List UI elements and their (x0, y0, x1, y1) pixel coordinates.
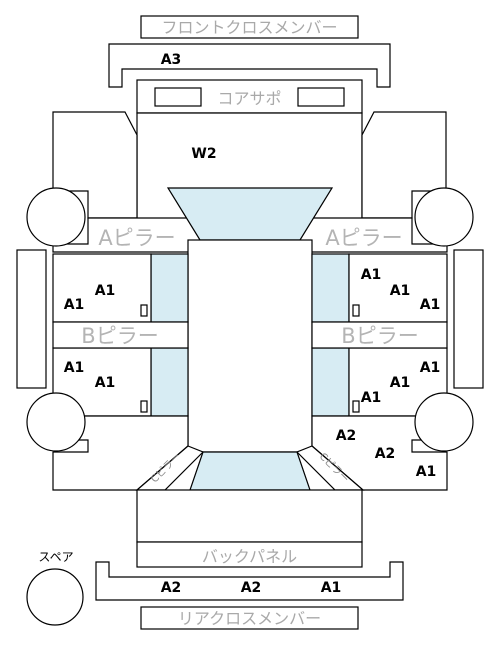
grade-right-rear-door-3: A1 (361, 390, 382, 406)
left-front-wheel (26, 187, 86, 247)
b-pillar-left-label: Bピラー (81, 324, 158, 348)
trunk (136, 489, 363, 543)
rear-cross-member-label: リアクロスメンバー (178, 609, 321, 628)
right-b-pillar (311, 321, 448, 349)
right-headlight (297, 87, 345, 107)
grade-rear-cross-member-1: A2 (161, 580, 182, 596)
front-bumper-bracket (108, 43, 391, 88)
grade-left-rear-door-2: A1 (95, 375, 116, 391)
front-cross-member-label: フロントクロスメンバー (161, 18, 337, 37)
grade-front-cross-member: A3 (161, 52, 182, 68)
grade-right-rear-door-2: A1 (390, 375, 411, 391)
left-rear-wheel (26, 392, 86, 452)
left-headlight (154, 87, 202, 107)
roof (187, 239, 313, 453)
grade-right-rear-door-1: A1 (420, 360, 441, 376)
left-rear-door-handle (140, 400, 148, 413)
rear-window (189, 451, 311, 491)
spare-label: スペア (38, 550, 73, 564)
b-pillar-right-label: Bピラー (341, 324, 418, 348)
a-pillar-left-label: Aピラー (98, 226, 175, 250)
grade-right-rear-quarter-1: A2 (336, 428, 357, 444)
grade-right-front-door-3: A1 (420, 297, 441, 313)
right-rocker-panel (453, 249, 484, 389)
grade-left-front-door-2: A1 (64, 297, 85, 313)
grade-right-front-door-1: A1 (361, 267, 382, 283)
right-rear-door-handle (352, 400, 360, 413)
front-cross-member-box (140, 15, 359, 39)
right-rear-wheel (414, 392, 474, 452)
left-b-pillar (52, 321, 189, 349)
grade-right-rear-quarter-2: A2 (375, 446, 396, 462)
left-front-window (150, 253, 189, 323)
back-panel-box (136, 541, 363, 568)
grade-core-support-area: W2 (191, 146, 216, 162)
core-support-label: コアサポ (217, 89, 281, 108)
grade-left-rear-door-1: A1 (64, 360, 85, 376)
right-rear-window (311, 347, 350, 417)
back-panel-label: バックパネル (202, 547, 297, 566)
grade-right-rear-quarter-3: A1 (416, 464, 437, 480)
rear-cross-member-box (140, 606, 359, 630)
rear-bumper-bracket (95, 561, 404, 601)
left-rear-window (150, 347, 189, 417)
left-front-door (52, 253, 152, 323)
grade-rear-cross-member-3: A1 (321, 580, 342, 596)
grade-rear-cross-member-2: A2 (241, 580, 262, 596)
spare-tire (26, 568, 84, 626)
right-front-window (311, 253, 350, 323)
grade-right-front-door-2: A1 (390, 283, 411, 299)
grade-left-front-door-1: A1 (95, 283, 116, 299)
right-front-wheel (414, 187, 474, 247)
a-pillar-right-label: Aピラー (325, 226, 402, 250)
right-front-door-handle (352, 304, 360, 317)
left-rocker-panel (16, 249, 47, 389)
left-front-door-handle (140, 304, 148, 317)
